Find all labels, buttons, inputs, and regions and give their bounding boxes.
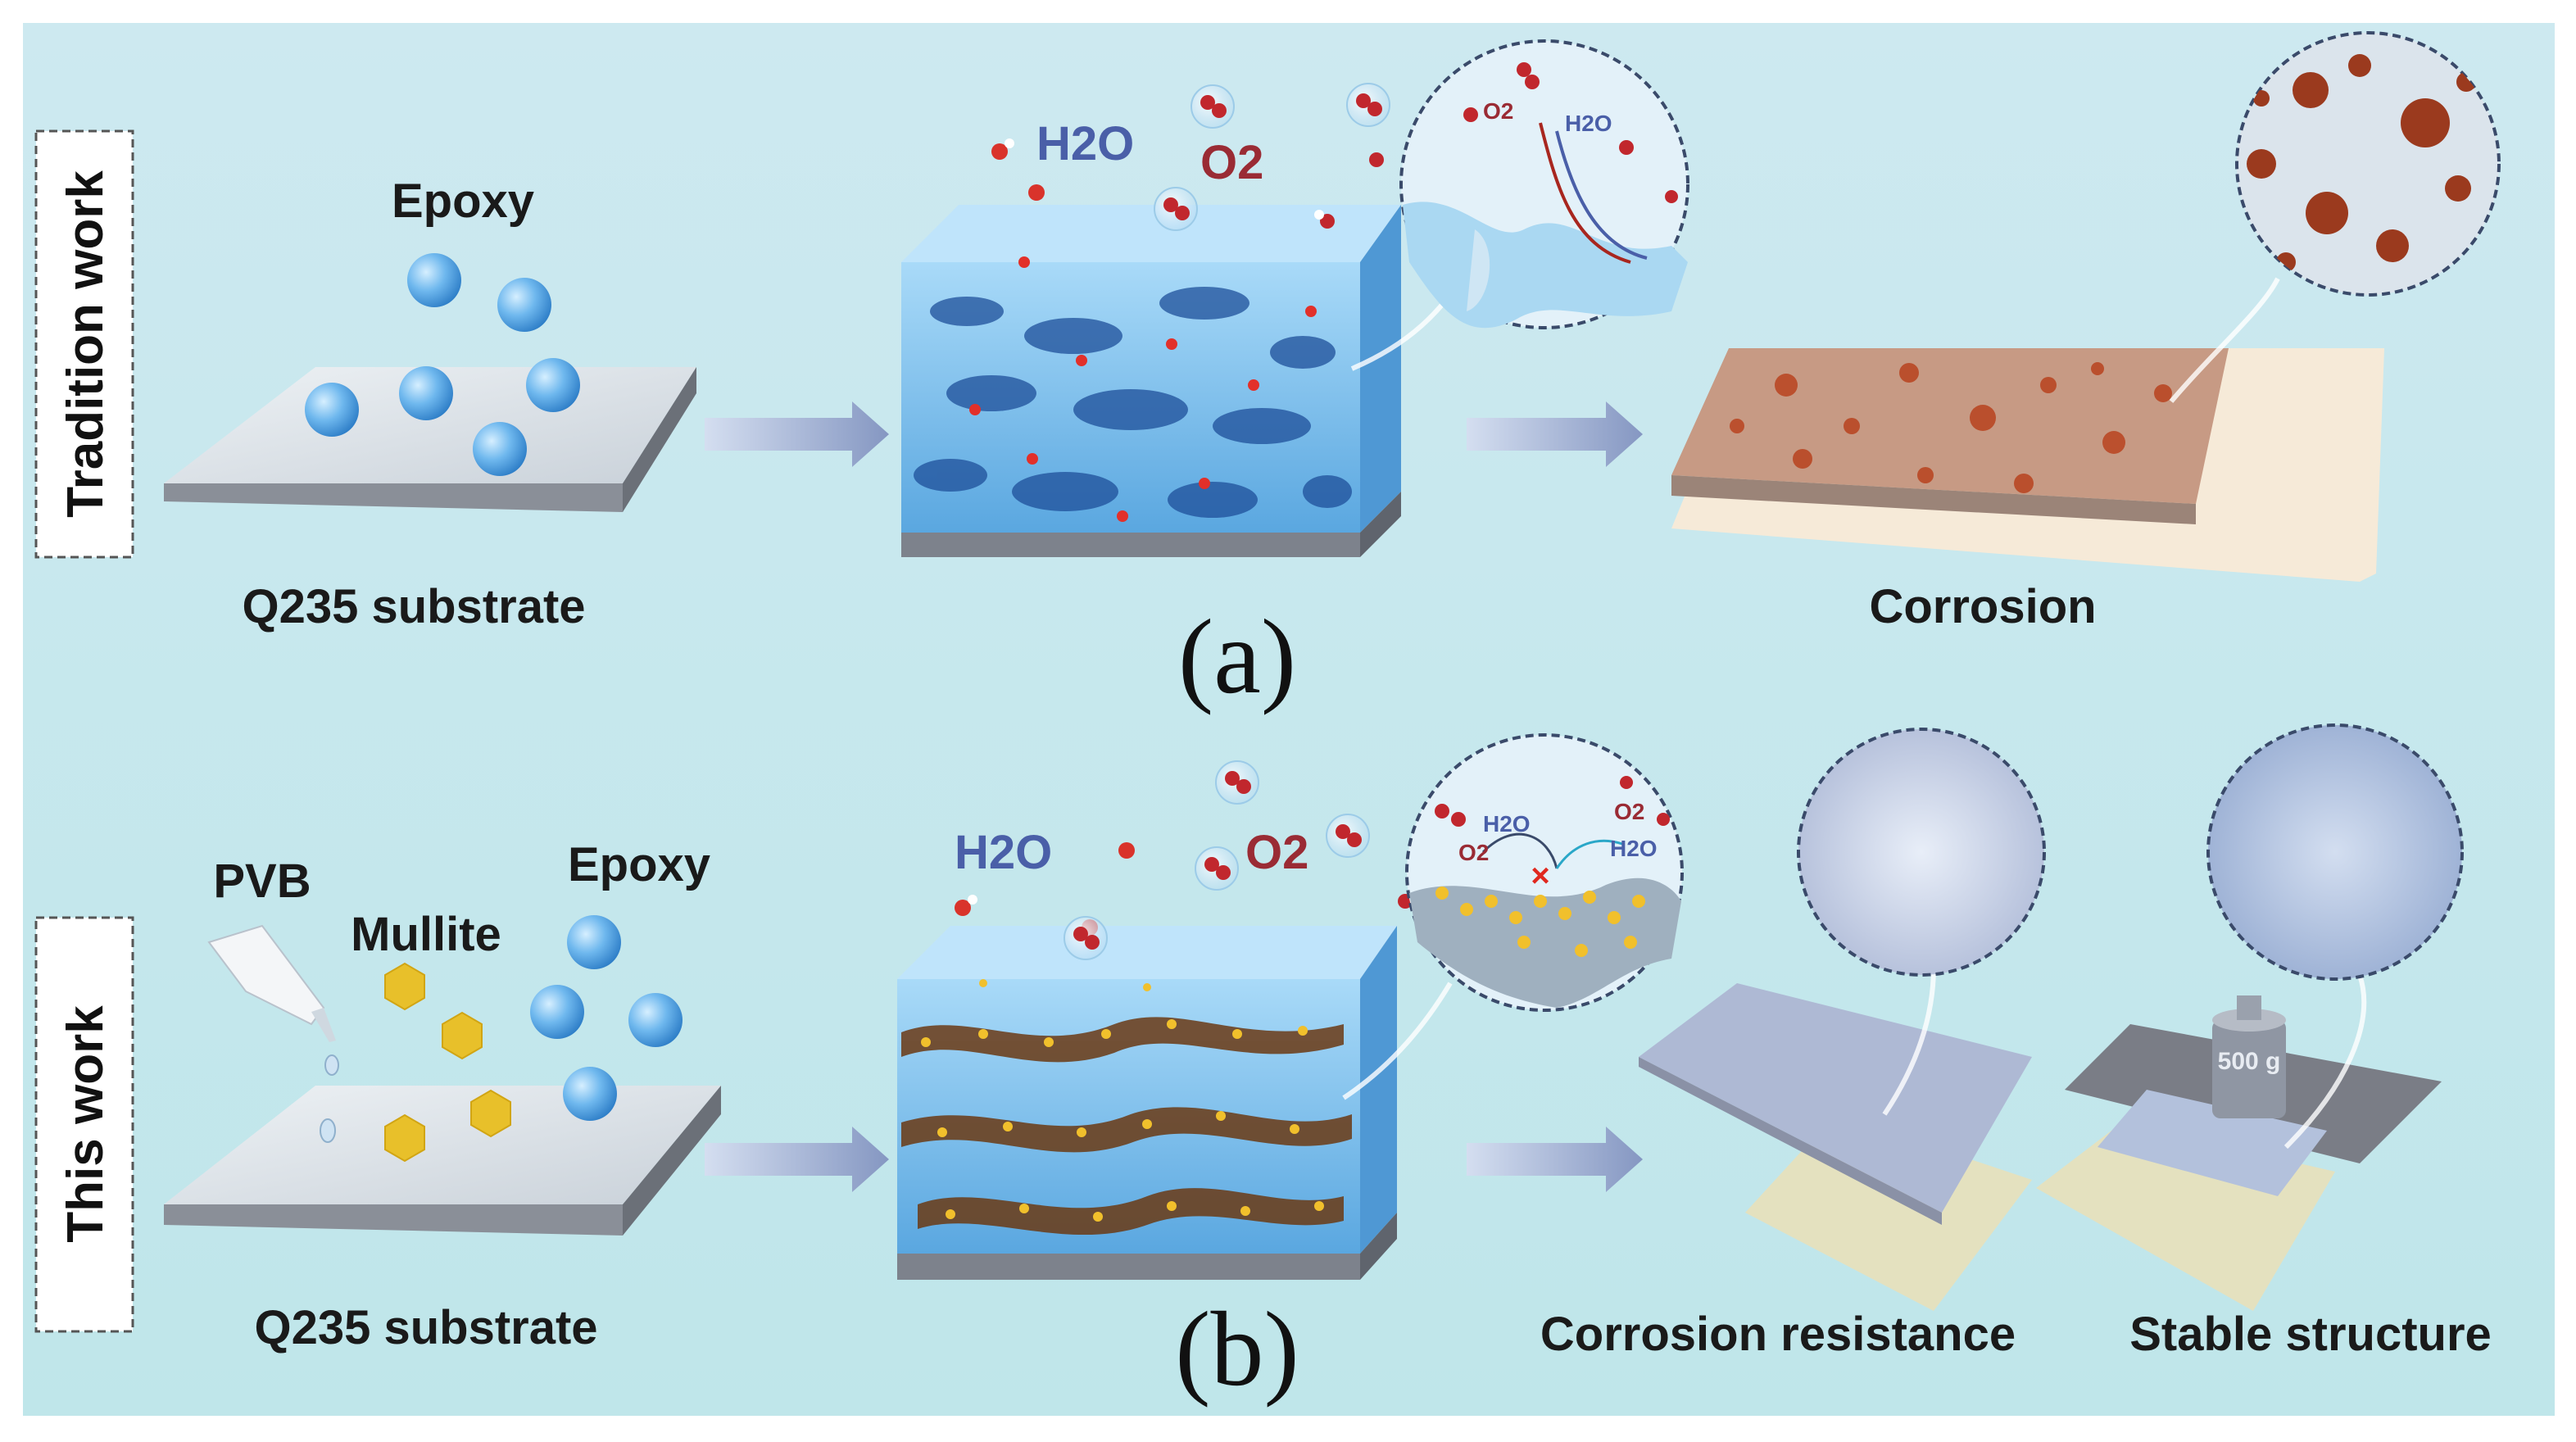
zoom-h2o-label-b-left: H2O [1483,811,1531,837]
weight-label: 500 g [2218,1048,2281,1075]
svg-text:×: × [1531,858,1549,894]
corrosion-resistance-label: Corrosion resistance [1540,1308,2016,1361]
corrosion-resistant-plate [1639,983,2032,1311]
process-arrow-a1 [705,401,889,467]
epoxy-label-a: Epoxy [392,175,534,228]
corroded-plate [1671,348,2384,582]
h2o-label-a: H2O [1036,117,1134,170]
h2o-label-b: H2O [955,826,1052,879]
row-a: Tradition work Epoxy Q235 substrate [34,31,2501,716]
process-arrow-b1 [705,1127,889,1192]
epoxy-spheres-b [530,915,683,1121]
composite-coating-block-b [897,926,1397,1280]
weight-500g: 500 g [2212,995,2286,1118]
zoom-o2-label-b-right: O2 [1614,799,1644,824]
corrosion-label: Corrosion [1869,580,2096,633]
mullite-label: Mullite [351,908,501,961]
pvb-dropper-bottle [207,924,339,1143]
zoom-circle-smooth-surface [1797,728,2046,1116]
zoom-o2-label-a: O2 [1483,98,1513,124]
epoxy-label-b: Epoxy [568,838,710,891]
side-label-this-work: This work [57,1005,114,1243]
zoom-circle-diffusion-path-a [1350,39,1689,371]
zoom-circle-barrier-b: × [1342,733,1684,1100]
zoom-h2o-label-b-right: H2O [1610,836,1658,861]
process-arrow-a2 [1467,401,1643,467]
side-label-tradition-work: Tradition work [57,170,114,518]
stable-structure-label: Stable structure [2129,1308,2492,1361]
side-label-box-a: Tradition work [34,129,134,559]
substrate-label-a: Q235 substrate [242,580,585,633]
row-b: This work PVB Mullite Ep [34,723,2492,1408]
epoxy-spheres-a [305,253,580,476]
porous-epoxy-coating-block-a [901,205,1401,557]
zoom-o2-label-b-left: O2 [1458,840,1489,865]
o2-label-b: O2 [1245,826,1308,879]
zoom-circle-rust [2169,31,2501,403]
substrate-label-b: Q235 substrate [254,1301,597,1354]
pvb-label: PVB [213,855,311,908]
water-oxygen-molecules-a [991,83,1390,231]
stable-structure-plate: 500 g [2036,995,2442,1311]
zoom-circle-textured-surface [2206,723,2464,1150]
process-arrow-b2 [1467,1127,1643,1192]
panel-label-a: (a) [1178,598,1296,716]
panel-label-b: (b) [1175,1290,1299,1408]
side-label-box-b: This work [34,916,134,1333]
mullite-particles [384,962,511,1163]
o2-label-a: O2 [1200,136,1263,189]
zoom-h2o-label-a: H2O [1565,111,1612,136]
